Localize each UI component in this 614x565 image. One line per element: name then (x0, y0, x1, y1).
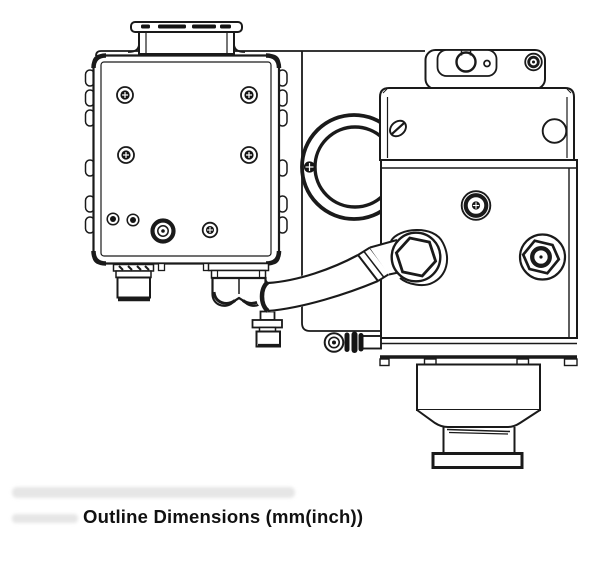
cap-vent-slots (141, 24, 231, 29)
small-screw-icon (106, 212, 140, 227)
hex-fitting (518, 233, 567, 281)
bottom-tab (157, 262, 166, 272)
cover-screw-icon (240, 86, 258, 104)
bracket-hole (455, 51, 477, 73)
head-bottom-plate (379, 342, 578, 367)
bracket-pocket (436, 49, 498, 77)
control-box (84, 53, 288, 266)
nozzle-assembly (416, 363, 541, 469)
head-fittings (323, 190, 567, 353)
rear-mounting-plate (95, 50, 425, 332)
figure-caption: Outline Dimensions (mm(inch)) (83, 506, 364, 527)
cover-screw-icon (116, 86, 134, 104)
nozzle-taper (416, 409, 541, 428)
head-top-bracket (424, 49, 546, 90)
small-screw-icon (201, 221, 219, 239)
adjust-knob (460, 190, 492, 221)
small-plug-connector (251, 310, 283, 348)
barbed-air-fitting (323, 331, 382, 353)
box-cover (92, 54, 281, 265)
pin-hole (483, 59, 491, 68)
head-top-panel (379, 87, 575, 161)
cable-gland (207, 262, 270, 307)
bracket-screw-icon (524, 52, 543, 72)
box-top-cap (127, 21, 246, 55)
fiber-cable (256, 229, 448, 313)
ring-screw-icon (303, 161, 316, 173)
watermark (12, 487, 295, 523)
cover-screw-icon (117, 146, 135, 164)
cover-screw-icon (240, 146, 258, 164)
cable-hex-nut (390, 229, 448, 287)
cable-boot (259, 280, 270, 313)
box-side-lugs (84, 69, 288, 234)
nozzle-flange (431, 452, 524, 469)
slot-screw-icon (389, 119, 407, 138)
nozzle-block (416, 363, 541, 411)
panel-connector-port (150, 218, 176, 244)
panel-hole (541, 118, 568, 144)
round-connector-plug (112, 263, 155, 302)
box-bottom-connectors (112, 262, 283, 348)
